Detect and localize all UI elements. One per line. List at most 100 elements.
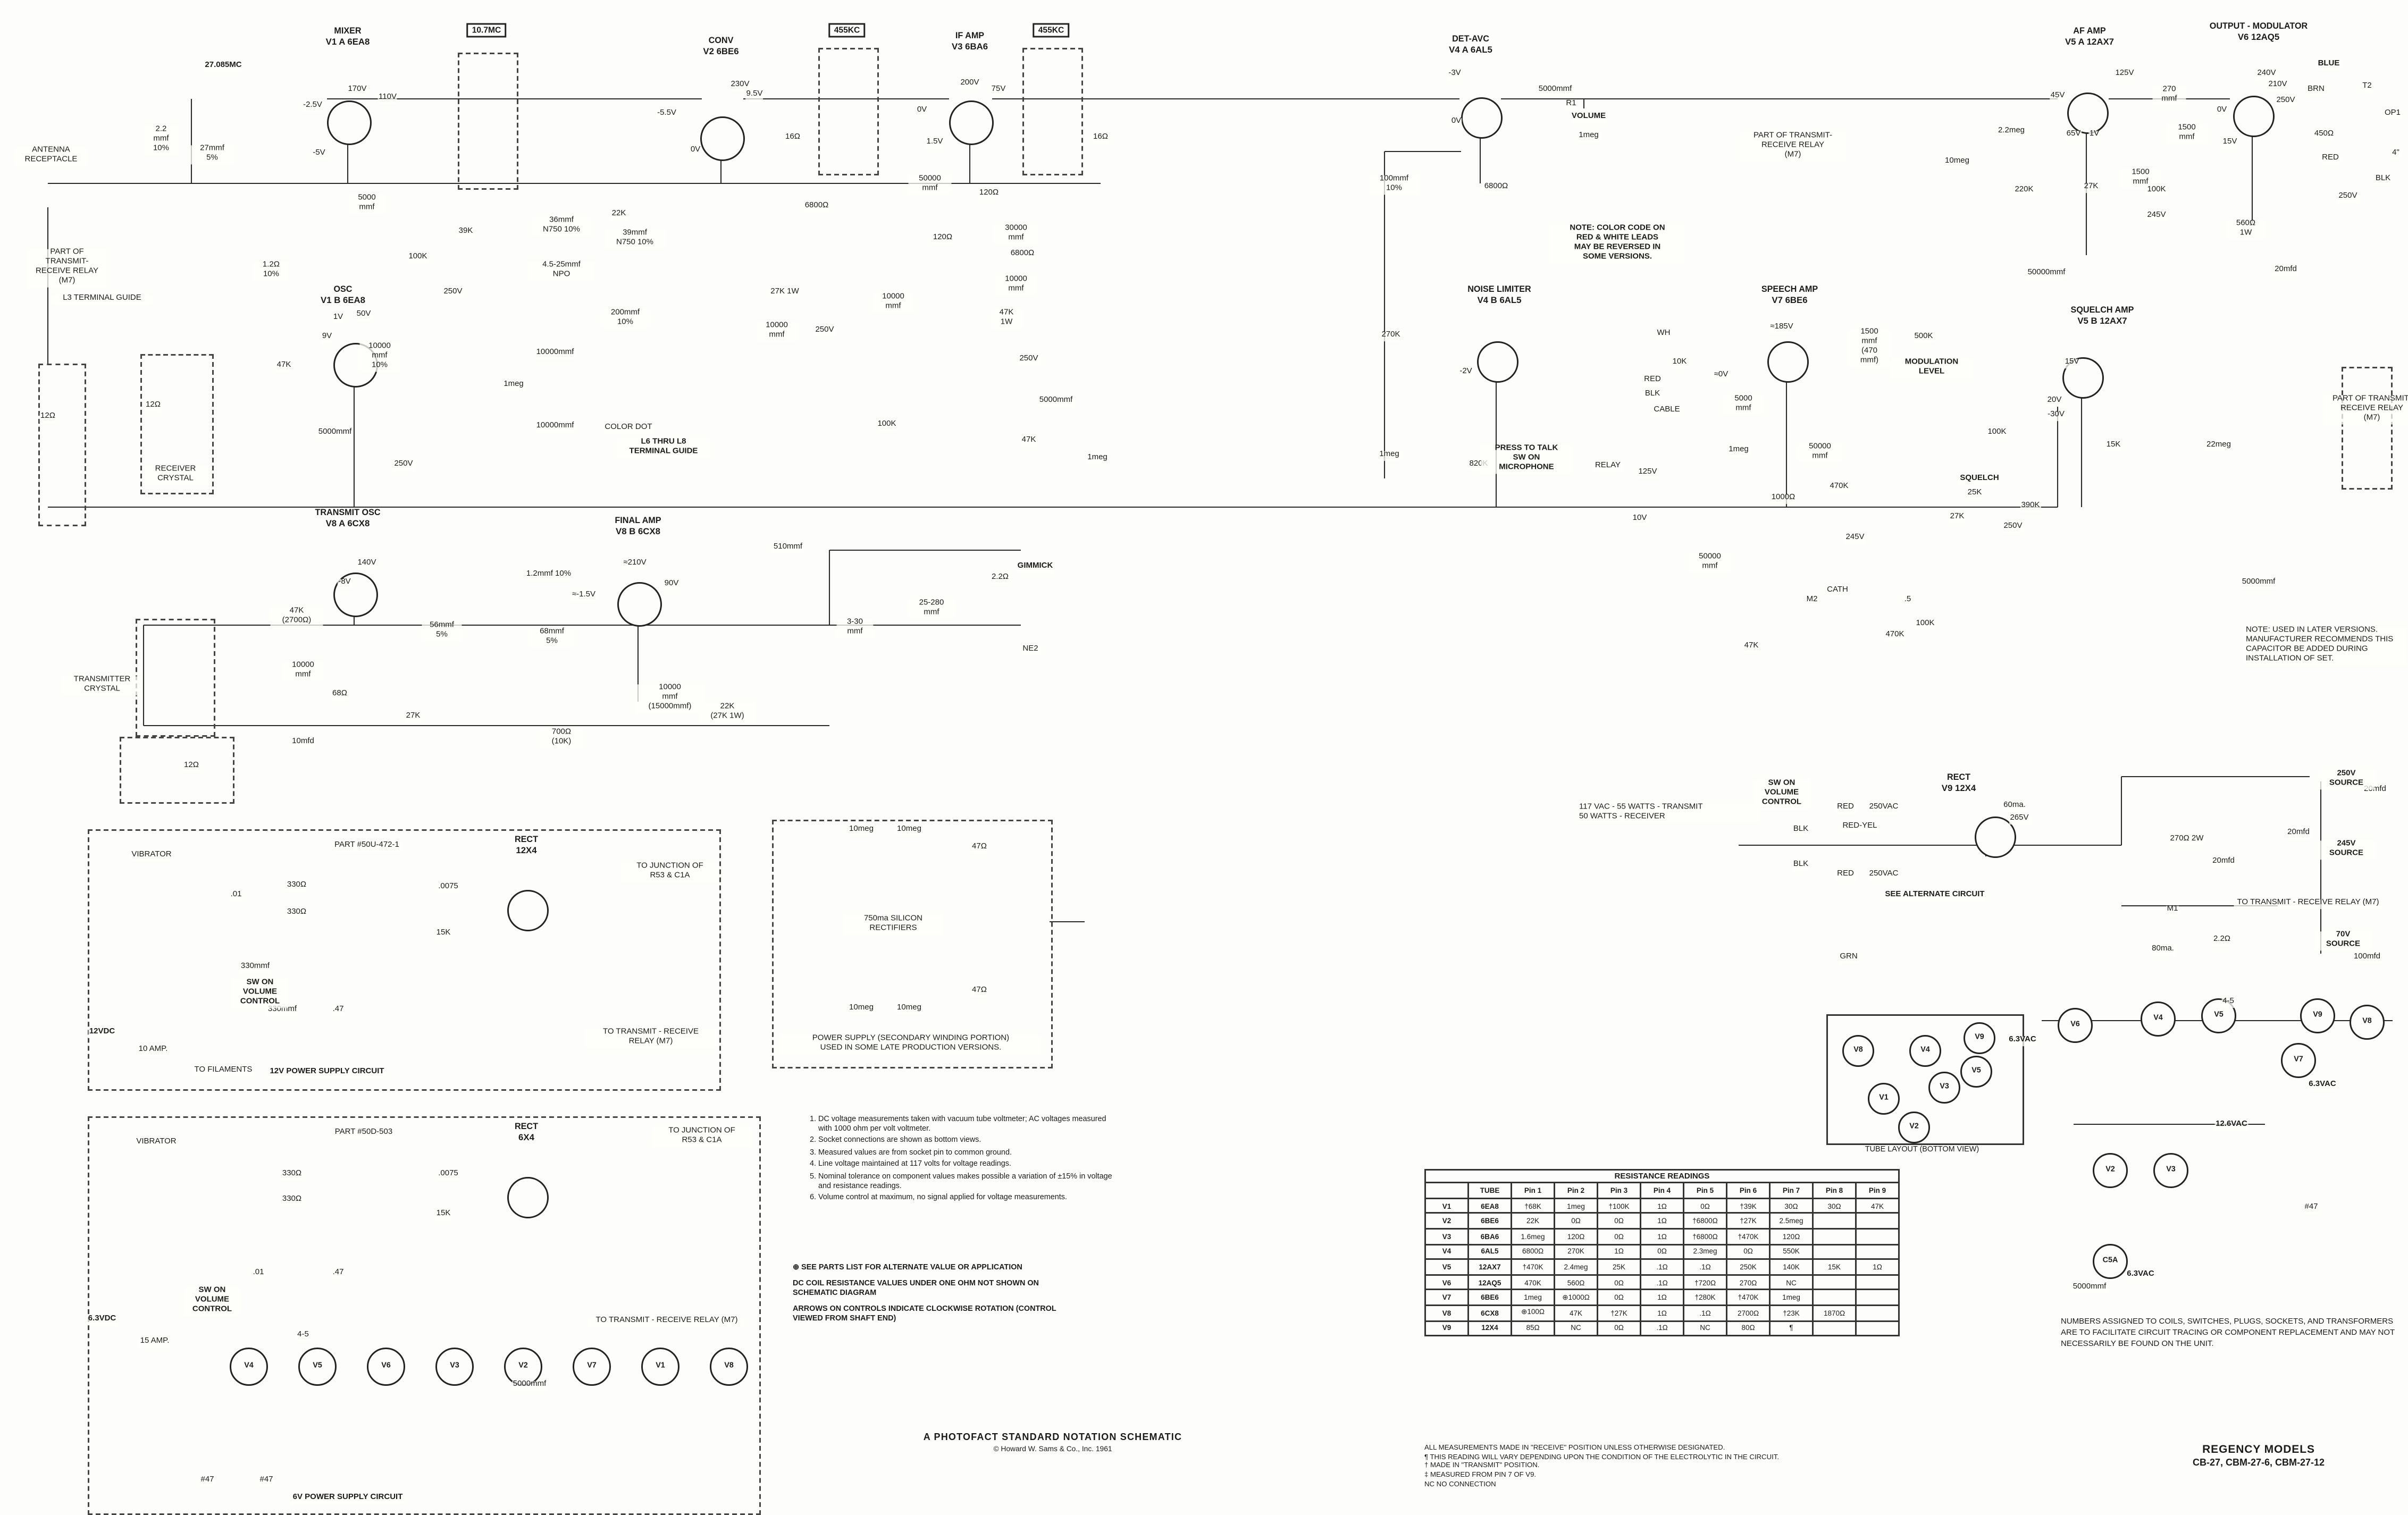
schematic-annotation: 265V: [2009, 815, 2029, 824]
resistance-cell: 0Ω: [1555, 1214, 1598, 1229]
resistance-cell: 85Ω: [1512, 1320, 1555, 1336]
psu6-heater-v4-label: V4: [244, 1363, 254, 1371]
schematic-annotation: L3 TERMINAL GUIDE: [52, 295, 153, 305]
heater-tube-v2: V2: [2093, 1153, 2128, 1188]
resistance-table-header: [1425, 1183, 1469, 1198]
schematic-annotation: RECEIVER CRYSTAL: [143, 466, 208, 484]
stage-tube: 12X4: [515, 847, 538, 857]
schematic-annotation: 56mmf 5%: [422, 622, 462, 641]
schematic-annotation: 16Ω: [785, 134, 801, 144]
schematic-annotation: 10000 mmf: [283, 662, 323, 680]
schematic-annotation: 1.2mmf 10%: [525, 571, 572, 580]
resistance-cell: 30Ω: [1770, 1198, 1813, 1214]
schematic-annotation: 560Ω 1W: [2228, 220, 2264, 239]
resistance-table-header: Pin 6: [1727, 1183, 1770, 1198]
resistance-cell: 0Ω: [1727, 1244, 1770, 1259]
schematic-annotation: 50000 mmf: [1689, 553, 1732, 572]
resistance-table-header: TUBE: [1469, 1183, 1512, 1198]
schematic-annotation: 47K: [1021, 437, 1037, 447]
schematic-annotation: NOTE: COLOR CODE ON RED & WHITE LEADS MA…: [1551, 225, 1684, 263]
schematic-annotation: 5000mmf: [2072, 1284, 2107, 1293]
resistance-cell: 0Ω: [1598, 1214, 1641, 1229]
schematic-annotation: TO FILAMENTS: [194, 1067, 253, 1076]
schematic-annotation: RED: [2321, 155, 2340, 164]
schematic-annotation: TO TRANSMIT - RECEIVE RELAY (M7): [590, 1317, 744, 1327]
schematic-annotation: R1: [1565, 100, 1577, 110]
tube-layout-v8-label: V8: [1853, 1047, 1863, 1055]
schematic-annotation: PART #50D-503: [334, 1129, 393, 1139]
resistance-cell: 1Ω: [1641, 1198, 1684, 1214]
heater-tube-v5-label: V5: [2214, 1012, 2224, 1020]
schematic-annotation: 16Ω: [1093, 134, 1109, 144]
tube-layout-v4-label: V4: [1920, 1047, 1930, 1055]
photofact-title: A PHOTOFACT STANDARD NOTATION SCHEMATIC: [877, 1434, 1228, 1443]
heater-tube-v6: V6: [2058, 1008, 2093, 1043]
schematic-annotation: 12V POWER SUPPLY CIRCUIT: [269, 1068, 385, 1078]
resistance-row-id: V7: [1425, 1290, 1469, 1306]
schematic-annotation: BRN: [2307, 86, 2326, 96]
schematic-annotation: 36mmf N750 10%: [532, 217, 591, 235]
schematic-bullet: ARROWS ON CONTROLS INDICATE CLOCKWISE RO…: [793, 1306, 1080, 1325]
schematic-annotation: 4-5: [2222, 998, 2235, 1008]
tube-envelope-circle: [700, 116, 745, 161]
tube-envelope-circle: [507, 1177, 549, 1218]
schematic-annotation: 27K: [405, 713, 421, 722]
resistance-cell: .1Ω: [1641, 1275, 1684, 1290]
resistance-row-tube: 6BE6: [1469, 1290, 1512, 1306]
resistance-cell: ⊕1000Ω: [1555, 1290, 1598, 1306]
schematic-annotation: SW ON VOLUME CONTROL: [184, 1287, 240, 1315]
stage-title: SQUELCH AMP: [2071, 308, 2134, 317]
tube-envelope-circle: [1461, 97, 1503, 139]
schematic-annotation: #47: [259, 1477, 274, 1486]
psu6-heater-v7: V7: [573, 1348, 611, 1386]
psu6-heater-v5-label: V5: [313, 1363, 322, 1371]
measurement-note: Nominal tolerance on component values ma…: [818, 1174, 1115, 1193]
stage-title: FINAL AMP: [615, 518, 661, 528]
resistance-cell: 1870Ω: [1813, 1305, 1856, 1320]
schematic-annotation: 2.2Ω: [2212, 936, 2231, 946]
resistance-cell: [1856, 1244, 1899, 1259]
schematic-annotation: 5000mmf: [1038, 397, 1073, 407]
schematic-annotation: 210V: [2268, 81, 2288, 91]
photofact-footer: A PHOTOFACT STANDARD NOTATION SCHEMATIC …: [877, 1434, 1228, 1453]
schematic-annotation: 330Ω: [281, 1171, 302, 1180]
schematic-annotation: BLK: [2375, 175, 2391, 185]
schematic-annotation: 250V: [815, 327, 835, 336]
schematic-annotation: T2: [2362, 83, 2373, 92]
resistance-cell: [1813, 1275, 1856, 1290]
schematic-annotation: PART OF TRANSMIT- RECEIVE RELAY (M7): [1740, 132, 1847, 161]
schematic-annotation: 39K: [458, 228, 474, 238]
resistance-cell: 120Ω: [1770, 1228, 1813, 1244]
schematic-annotation: 15K: [435, 1210, 451, 1220]
heater-tube-v4-label: V4: [2153, 1015, 2163, 1023]
schematic-annotation: .47: [332, 1269, 345, 1279]
schematic-annotation: 1meg: [503, 381, 525, 391]
photofact-copyright: © Howard W. Sams & Co., Inc. 1961: [877, 1445, 1228, 1453]
resistance-cell: †470K: [1727, 1290, 1770, 1306]
schematic-annotation: 10000 mmf: [996, 276, 1036, 294]
resistance-cell: 15K: [1813, 1259, 1856, 1275]
psu6-heater-v3: V3: [435, 1348, 474, 1386]
schematic-bullets: ⊕ SEE PARTS LIST FOR ALTERNATE VALUE OR …: [793, 1265, 1080, 1332]
resistance-cell: [1856, 1214, 1899, 1229]
stage-title: OSC: [321, 287, 365, 297]
schematic-annotation: 1500 mmf: [2167, 124, 2207, 143]
schematic-annotation: 15V: [2222, 139, 2238, 148]
schematic-annotation: 700Ω (10K): [540, 729, 583, 747]
psu6-heater-v6: V6: [367, 1348, 405, 1386]
stage-title: AF AMP: [2065, 29, 2114, 38]
schematic-annotation: 4-5: [297, 1332, 310, 1341]
schematic-annotation: 10meg: [896, 826, 922, 836]
schematic-annotation: 50V: [356, 311, 372, 321]
schematic-annotation: SQUELCH: [1959, 475, 2000, 485]
schematic-annotation: 330mmf: [267, 1006, 297, 1016]
schematic-annotation: 510mmf: [773, 544, 803, 553]
